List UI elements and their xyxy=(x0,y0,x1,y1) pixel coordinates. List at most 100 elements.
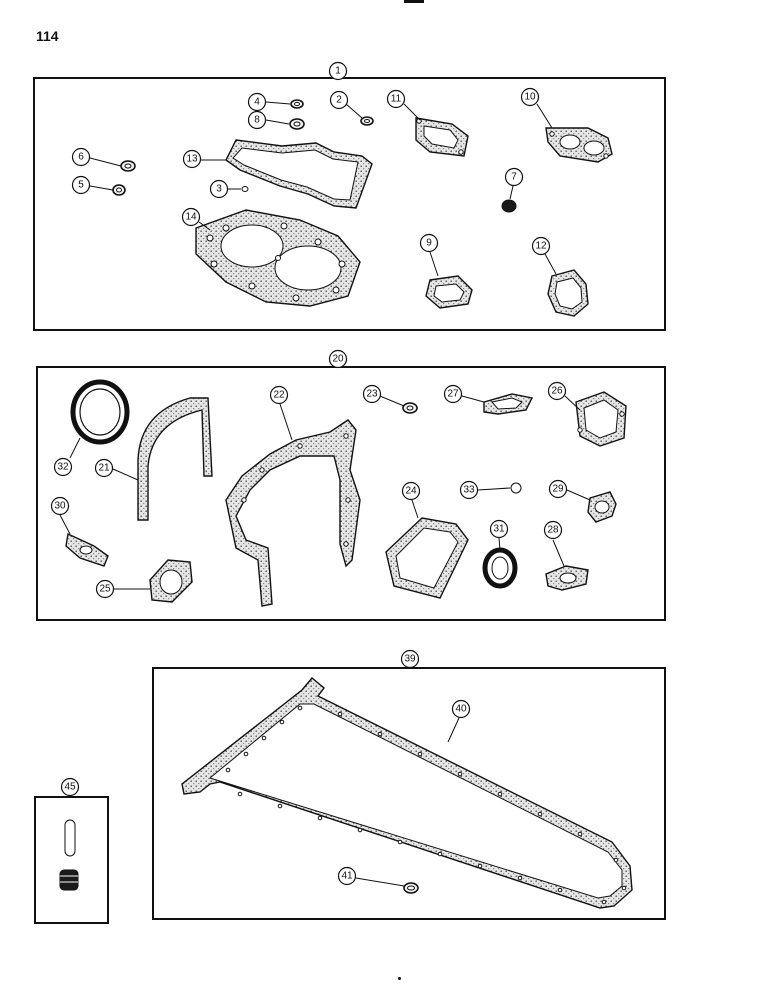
svg-text:24: 24 xyxy=(405,486,417,497)
page-number: 114 xyxy=(36,28,59,44)
part-22-timing-cover-gasket xyxy=(225,419,361,607)
svg-text:41: 41 xyxy=(341,871,353,882)
callout-22: 22 xyxy=(269,385,289,405)
svg-text:45: 45 xyxy=(64,782,76,793)
callout-20: 20 xyxy=(328,349,348,369)
callout-11: 11 xyxy=(386,89,406,109)
part-14-head-gasket xyxy=(195,209,361,307)
svg-text:13: 13 xyxy=(186,154,198,165)
part-27-gasket xyxy=(483,393,534,415)
svg-text:27: 27 xyxy=(447,389,459,400)
callout-21: 21 xyxy=(94,458,114,478)
page-top-mark xyxy=(404,0,424,3)
part-23-washer xyxy=(402,402,418,414)
part-13-valve-cover-gasket xyxy=(225,139,373,209)
svg-text:33: 33 xyxy=(463,485,475,496)
callout-12: 12 xyxy=(531,236,551,256)
part-30-gasket xyxy=(65,532,109,567)
gasket-set-panel-1 xyxy=(33,77,666,331)
part-7-plug xyxy=(501,199,517,213)
callout-30: 30 xyxy=(50,496,70,516)
part-45-plug-set xyxy=(59,819,79,891)
svg-text:32: 32 xyxy=(57,462,69,473)
svg-text:5: 5 xyxy=(78,180,84,191)
part-4-washer xyxy=(290,99,304,109)
part-12-gasket xyxy=(547,269,589,317)
svg-text:11: 11 xyxy=(391,94,402,105)
plug-kit-panel-45 xyxy=(34,796,109,924)
callout-25: 25 xyxy=(95,579,115,599)
gasket-set-panel-20 xyxy=(36,366,666,621)
callout-28: 28 xyxy=(543,520,563,540)
callout-4: 4 xyxy=(247,92,267,112)
callout-6: 6 xyxy=(71,147,91,167)
callout-10: 10 xyxy=(520,87,540,107)
part-11-manifold-gasket xyxy=(415,117,469,157)
part-8-washer xyxy=(289,118,305,130)
callout-26: 26 xyxy=(547,381,567,401)
svg-text:7: 7 xyxy=(511,172,517,183)
svg-text:3: 3 xyxy=(216,184,222,195)
callout-29: 29 xyxy=(548,479,568,499)
callout-9: 9 xyxy=(419,233,439,253)
svg-text:8: 8 xyxy=(254,115,260,126)
callout-1: 1 xyxy=(328,61,348,81)
part-28-gasket xyxy=(545,565,589,591)
callout-24: 24 xyxy=(401,481,421,501)
svg-text:9: 9 xyxy=(426,238,432,249)
part-31-front-seal xyxy=(482,547,518,589)
callout-2: 2 xyxy=(329,90,349,110)
part-21-arch-gasket xyxy=(137,397,213,521)
panel-1-leader-lines xyxy=(89,77,557,277)
svg-text:14: 14 xyxy=(185,212,197,223)
callout-31: 31 xyxy=(489,519,509,539)
part-10-water-outlet-gasket xyxy=(545,127,613,163)
part-3-o-ring xyxy=(241,186,249,192)
part-32-rear-seal xyxy=(70,379,130,445)
part-24-gasket xyxy=(385,517,469,599)
svg-text:22: 22 xyxy=(273,390,285,401)
svg-text:39: 39 xyxy=(404,654,416,665)
svg-text:23: 23 xyxy=(366,389,378,400)
callout-3: 3 xyxy=(209,179,229,199)
svg-text:25: 25 xyxy=(99,584,111,595)
part-40-oil-pan-gasket xyxy=(181,677,633,909)
part-6-washer xyxy=(120,160,136,172)
svg-text:12: 12 xyxy=(535,241,547,252)
part-5-washer xyxy=(112,184,126,196)
callout-39: 39 xyxy=(400,649,420,669)
callout-33: 33 xyxy=(459,480,479,500)
callout-32: 32 xyxy=(53,457,73,477)
svg-text:30: 30 xyxy=(54,501,66,512)
callout-27: 27 xyxy=(443,384,463,404)
callout-7: 7 xyxy=(504,167,524,187)
callout-40: 40 xyxy=(451,699,471,719)
part-40-bolt-holes xyxy=(225,705,627,905)
svg-text:31: 31 xyxy=(493,524,505,535)
part-33-o-ring xyxy=(510,482,522,494)
callout-5: 5 xyxy=(71,175,91,195)
part-2-washer xyxy=(360,116,374,126)
callout-23: 23 xyxy=(362,384,382,404)
part-9-gasket xyxy=(425,275,473,309)
part-29-gasket xyxy=(587,491,617,523)
svg-text:6: 6 xyxy=(78,152,84,163)
svg-text:20: 20 xyxy=(332,354,344,365)
svg-text:4: 4 xyxy=(254,97,260,108)
callout-13: 13 xyxy=(182,149,202,169)
part-25-gasket xyxy=(149,559,193,603)
svg-text:29: 29 xyxy=(552,484,564,495)
callout-14: 14 xyxy=(181,207,201,227)
page-dot xyxy=(398,977,401,980)
svg-text:10: 10 xyxy=(524,92,536,103)
part-26-water-pump-gasket xyxy=(575,391,627,447)
svg-text:28: 28 xyxy=(547,525,559,536)
svg-text:40: 40 xyxy=(455,704,467,715)
callout-41: 41 xyxy=(337,866,357,886)
callout-45: 45 xyxy=(60,777,80,797)
callout-8: 8 xyxy=(247,110,267,130)
svg-text:2: 2 xyxy=(336,95,342,106)
part-41-washer xyxy=(403,882,419,894)
panel-20-leader-lines xyxy=(59,366,591,590)
